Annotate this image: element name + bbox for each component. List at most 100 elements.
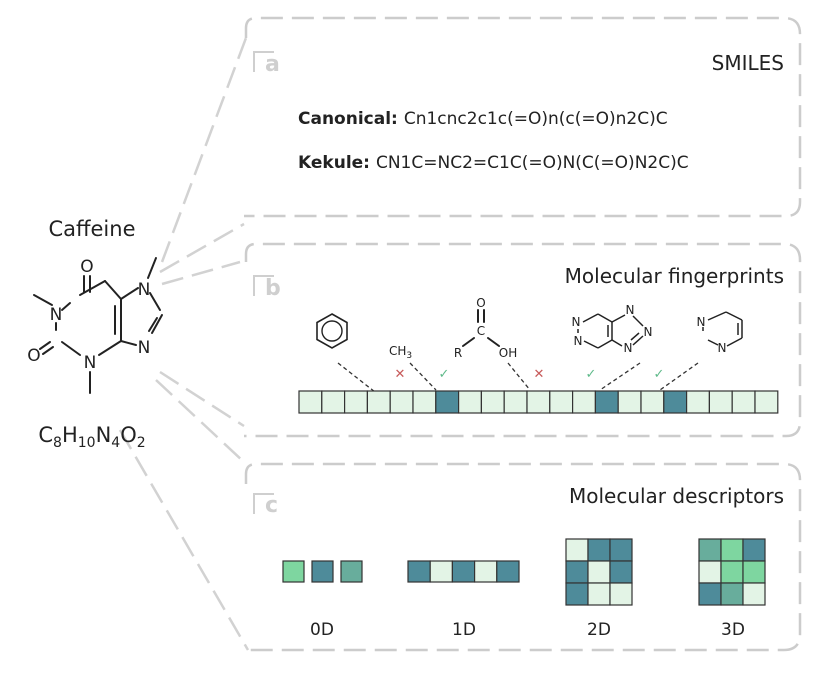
fingerprint-marks: ✕ ✓ ✕ ✓ ✓ xyxy=(395,367,665,382)
methyl-fragment: CH3 xyxy=(389,344,412,361)
descriptor-1d-cell xyxy=(474,560,498,583)
descriptors-title: Molecular descriptors xyxy=(569,484,784,508)
panel-letter-a: a xyxy=(265,52,280,77)
fingerprint-bit xyxy=(754,390,779,414)
fingerprint-bit xyxy=(458,390,483,414)
canonical-smiles: Cn1cnc2c1c(=O)n(c(=O)n2C)C xyxy=(404,109,668,129)
svg-text:N: N xyxy=(84,353,97,373)
fingerprint-bit xyxy=(663,390,688,414)
fingerprint-bit xyxy=(389,390,414,414)
kekule-label: Kekule: xyxy=(298,153,370,173)
panel-c-frame xyxy=(244,462,802,652)
fingerprint-bit xyxy=(435,390,460,414)
connector-lines xyxy=(118,37,250,651)
svg-text:N: N xyxy=(574,334,583,348)
svg-text:O: O xyxy=(476,296,485,310)
descriptor-2d-cell xyxy=(587,538,611,562)
cross-icon: ✕ xyxy=(534,367,545,382)
label-3d: 3D xyxy=(721,620,745,640)
panel-b-frame xyxy=(244,242,802,438)
descriptor-3d-cell xyxy=(720,538,744,562)
fingerprints-title: Molecular fingerprints xyxy=(565,264,784,288)
descriptor-3d-cell xyxy=(742,582,766,606)
descriptor-2d-cell xyxy=(565,538,589,562)
label-1d: 1D xyxy=(452,620,476,640)
pyrimidine-fragment xyxy=(702,311,743,347)
svg-text:O: O xyxy=(27,346,40,366)
panel-letter-c: c xyxy=(265,493,278,518)
fingerprint-bit xyxy=(526,390,551,414)
descriptor-0d-cell xyxy=(340,560,363,583)
purine-atoms: N N N N N xyxy=(572,303,653,355)
panel-letter-b: b xyxy=(265,276,281,301)
carboxyl-fragment: O C R OH xyxy=(454,296,517,360)
fingerprint-bit xyxy=(571,390,596,414)
descriptor-3d-cell xyxy=(720,582,744,606)
fingerprint-bit xyxy=(480,390,505,414)
canonical-label: Canonical: xyxy=(298,109,398,129)
descriptor-grids xyxy=(282,538,766,606)
svg-text:N: N xyxy=(138,280,151,300)
svg-text:O: O xyxy=(80,257,93,277)
svg-text:C: C xyxy=(477,324,485,338)
fingerprint-bit xyxy=(640,390,665,414)
smiles-title: SMILES xyxy=(712,51,784,75)
descriptor-2d-cell xyxy=(609,582,633,606)
pyrimidine-atoms: N N xyxy=(697,315,727,355)
descriptor-1d-cell xyxy=(429,560,454,583)
descriptor-0d-cell xyxy=(311,560,334,583)
caffeine-atoms: O O N N N N xyxy=(27,257,150,373)
descriptor-2d-cell xyxy=(609,538,633,562)
kekule-row: Kekule: CN1C=NC2=C1C(=O)N(C(=O)N2C)C xyxy=(298,153,689,173)
fingerprint-bit xyxy=(594,390,619,414)
svg-text:N: N xyxy=(697,315,706,329)
fingerprint-bit xyxy=(344,390,369,414)
fingerprint-bit xyxy=(617,390,642,414)
descriptor-1d-cell xyxy=(451,560,476,583)
svg-text:N: N xyxy=(138,338,151,358)
fingerprint-bit xyxy=(321,390,346,414)
fingerprint-bit xyxy=(412,390,437,414)
check-icon: ✓ xyxy=(586,367,597,382)
svg-text:N: N xyxy=(572,315,581,329)
label-0d: 0D xyxy=(310,620,334,640)
descriptor-3d-cell xyxy=(720,560,744,584)
descriptor-3d-cell xyxy=(698,582,722,606)
svg-text:N: N xyxy=(50,305,63,325)
fingerprint-bit xyxy=(708,390,733,414)
panel-a-frame xyxy=(244,16,802,218)
descriptor-3d-cell xyxy=(698,538,722,562)
label-2d: 2D xyxy=(587,620,611,640)
molecule-name: Caffeine xyxy=(49,217,136,241)
check-icon: ✓ xyxy=(654,367,665,382)
check-icon: ✓ xyxy=(439,367,450,382)
fingerprint-bit xyxy=(298,390,323,414)
descriptor-2d-cell xyxy=(565,560,589,584)
fingerprint-bit xyxy=(685,390,710,414)
purine-fragment xyxy=(577,313,644,349)
benzene-fragment xyxy=(316,313,348,349)
svg-text:N: N xyxy=(718,341,727,355)
descriptor-2d-cell xyxy=(609,560,633,584)
cross-icon: ✕ xyxy=(395,367,406,382)
fingerprint-bit xyxy=(366,390,391,414)
descriptor-2d-cell xyxy=(587,582,611,606)
panel-letter-marks xyxy=(253,51,274,514)
svg-text:R: R xyxy=(454,346,462,360)
canonical-row: Canonical: Cn1cnc2c1c(=O)n(c(=O)n2C)C xyxy=(298,109,668,129)
descriptor-3d-cell xyxy=(742,560,766,584)
fingerprint-bit-vector xyxy=(298,390,779,414)
fingerprint-bit xyxy=(731,390,756,414)
descriptor-1d-cell xyxy=(496,560,520,583)
descriptor-labels: 0D 1D 2D 3D xyxy=(310,620,745,640)
descriptor-2d-cell xyxy=(565,582,589,606)
svg-text:N: N xyxy=(644,325,653,339)
fingerprint-bit xyxy=(503,390,528,414)
descriptor-1d-cell xyxy=(407,560,431,583)
descriptor-3d-cell xyxy=(698,560,722,584)
svg-text:N: N xyxy=(624,341,633,355)
kekule-smiles: CN1C=NC2=C1C(=O)N(C(=O)N2C)C xyxy=(376,153,689,173)
svg-text:OH: OH xyxy=(499,346,517,360)
descriptor-2d-cell xyxy=(587,560,611,584)
